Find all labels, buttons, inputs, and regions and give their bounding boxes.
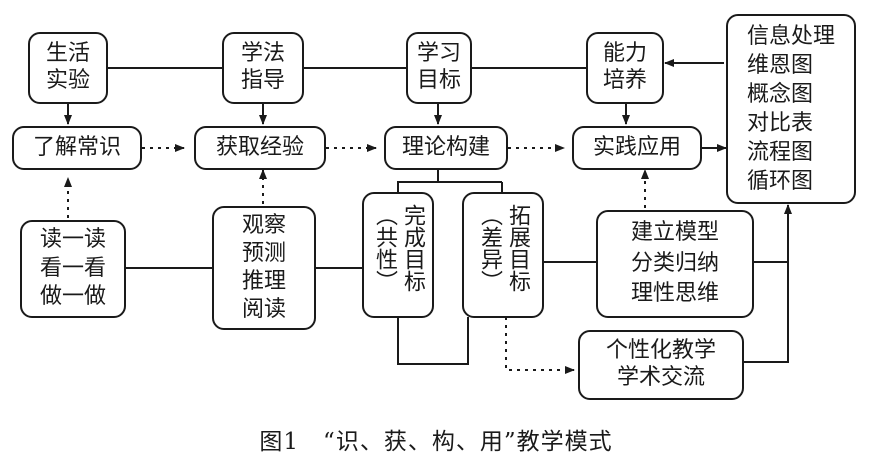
model-item: 理性思维 xyxy=(630,281,719,307)
method-item: 观察 xyxy=(241,212,286,238)
goal-loop xyxy=(397,317,469,365)
main-step-label: 了解常识 xyxy=(32,134,121,160)
box-understand: 了解常识 xyxy=(12,126,142,170)
box-line: 生活 xyxy=(45,41,90,67)
tool-item: 对比表 xyxy=(746,111,813,136)
box-tools-list: 信息处理 维恩图 概念图 对比表 流程图 循环图 xyxy=(726,14,856,204)
box-exchange: 个性化教学 学术交流 xyxy=(578,330,744,400)
activity-item: 读一读 xyxy=(39,227,106,253)
theory-branch xyxy=(397,167,439,192)
main-step-label: 理论构建 xyxy=(401,134,490,160)
goal-diff-col2: （差异） xyxy=(477,204,502,292)
box-line: 学法 xyxy=(240,41,285,67)
box-line: 学习 xyxy=(416,41,461,67)
box-model: 建立模型 分类归纳 理性思维 xyxy=(596,210,754,318)
box-methods: 观察 预测 推理 阅读 xyxy=(212,206,316,330)
box-learning-goal: 学习 目标 xyxy=(406,32,472,104)
tool-item: 概念图 xyxy=(746,81,813,107)
activity-item: 看一看 xyxy=(39,255,106,281)
box-ability: 能力 培养 xyxy=(586,32,664,104)
box-practice: 实践应用 xyxy=(572,126,702,170)
exchange-item: 学术交流 xyxy=(616,365,705,390)
method-item: 预测 xyxy=(241,240,286,266)
arrow-model-to-list xyxy=(754,204,792,263)
figure-caption: 图1 “识、获、构、用”教学模式 xyxy=(259,429,613,455)
box-line: 能力 xyxy=(602,41,647,67)
goal-common-col1: 完成目标 xyxy=(399,204,425,292)
main-step-label: 获取经验 xyxy=(215,134,304,160)
method-item: 推理 xyxy=(241,269,286,294)
goal-diff-col1: 拓展目标 xyxy=(504,204,530,292)
box-line: 目标 xyxy=(416,68,461,93)
activity-item: 做一做 xyxy=(39,284,106,310)
box-line: 培养 xyxy=(602,68,647,93)
box-life-experiment: 生活 实验 xyxy=(28,32,108,104)
box-line: 实验 xyxy=(45,68,90,93)
box-gain-experience: 获取经验 xyxy=(194,126,326,170)
model-item: 建立模型 xyxy=(630,219,719,245)
tool-item: 流程图 xyxy=(746,140,813,166)
arrow-exchange-to-list xyxy=(744,262,789,363)
tool-item: 维恩图 xyxy=(746,52,813,78)
box-study-method: 学法 指导 xyxy=(222,32,304,104)
main-step-label: 实践应用 xyxy=(592,134,681,160)
tool-item: 信息处理 xyxy=(746,23,835,49)
box-life-experiment-text: 生活 实验 xyxy=(46,41,90,95)
box-diff-goal: 拓展目标 （差异） xyxy=(462,192,544,318)
box-theory: 理论构建 xyxy=(384,126,508,170)
box-line: 指导 xyxy=(240,68,285,93)
model-item: 分类归纳 xyxy=(630,250,719,276)
dotted-arrow-diff-to-exchange xyxy=(505,317,575,374)
tool-item: 循环图 xyxy=(746,169,813,195)
exchange-item: 个性化教学 xyxy=(605,338,716,364)
goal-common-col2: （共性） xyxy=(372,204,397,292)
method-item: 阅读 xyxy=(241,297,286,323)
box-read-look-do: 读一读 看一看 做一做 xyxy=(20,220,126,318)
box-common-goal: 完成目标 （共性） xyxy=(362,192,434,318)
